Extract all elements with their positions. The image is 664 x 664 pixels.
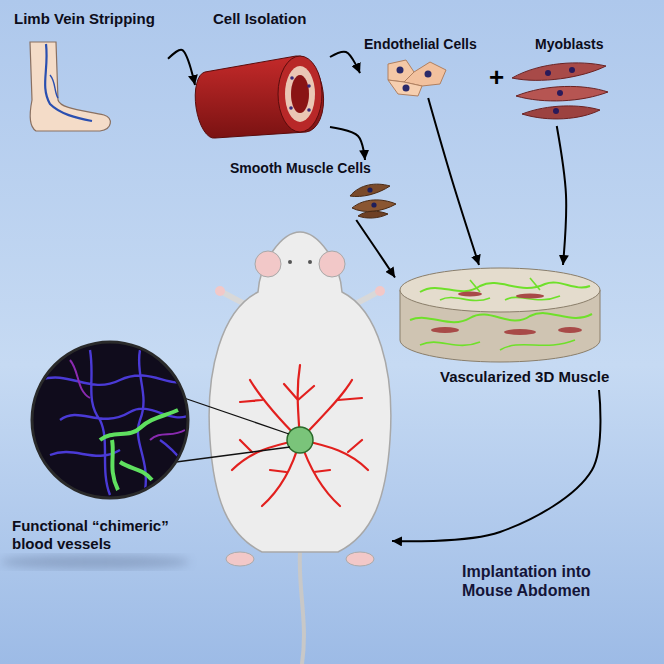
micrograph-vessels xyxy=(40,350,190,495)
mouse-foot xyxy=(346,552,374,566)
vein-cut-face xyxy=(278,56,322,132)
cell-type: Myoblasts xyxy=(505,36,620,126)
cell-nucleus xyxy=(569,67,575,73)
leg-vein xyxy=(45,44,92,121)
myoblast-cell xyxy=(522,106,600,119)
vein-tube xyxy=(195,56,323,138)
cell-nucleus xyxy=(397,67,404,74)
flow-arrow xyxy=(428,98,479,265)
mouse-tail xyxy=(300,552,304,664)
plus-sign: + xyxy=(489,62,504,93)
cell-dot xyxy=(289,106,293,110)
mouse-foot xyxy=(226,552,254,566)
cell-nucleus xyxy=(403,85,410,92)
node-label: Vascularized 3D Muscle xyxy=(440,368,609,386)
myoblast-cell xyxy=(458,292,482,297)
mouse-ear xyxy=(319,251,345,277)
myoblast-cell xyxy=(516,294,544,299)
flow-arrow xyxy=(392,390,600,541)
leader-line xyxy=(184,398,289,434)
construct-box: Vascularized 3D Muscle xyxy=(395,265,635,390)
node-label: Functional “chimeric” blood vessels xyxy=(12,517,212,553)
mouse-body xyxy=(209,232,391,552)
micrograph xyxy=(32,342,188,498)
micrograph-vessels xyxy=(70,360,185,440)
node-label: Smooth Muscle Cells xyxy=(230,160,371,177)
edge-label: Implantation into Mouse Abdomen xyxy=(462,562,637,600)
cell-dot xyxy=(307,108,311,112)
flow-arrow xyxy=(168,50,195,85)
vein-intima xyxy=(285,66,315,122)
cell-dot xyxy=(290,76,294,80)
myoblast-cell xyxy=(516,86,608,101)
cell-nucleus xyxy=(371,202,376,207)
mouse-eye xyxy=(288,260,292,264)
vessel-network xyxy=(420,340,575,350)
cell-nucleus xyxy=(367,187,372,192)
blood-vessels xyxy=(232,365,368,506)
implant-site xyxy=(287,427,313,453)
leg-vein xyxy=(50,75,58,98)
myoblast-cell xyxy=(512,63,606,80)
micrograph-content xyxy=(40,350,190,495)
scaffold-top xyxy=(400,268,600,312)
result-box: Functional “chimeric” blood vessels xyxy=(0,225,392,664)
node-label: Myoblasts xyxy=(535,36,603,53)
mouse-hand xyxy=(215,286,225,296)
cell-nucleus xyxy=(557,90,563,96)
cell-type: Endothelial Cells xyxy=(360,36,484,98)
cell-dot xyxy=(307,84,311,88)
flow-arrow xyxy=(330,52,360,73)
leg-drawing xyxy=(30,42,110,131)
cell-nucleus xyxy=(553,108,559,114)
vessel-network xyxy=(410,313,592,322)
text-shadow xyxy=(0,555,190,569)
cell-nucleus xyxy=(425,71,432,78)
myoblast-cell xyxy=(504,329,536,335)
vein-lumen xyxy=(291,75,309,113)
smooth-muscle-cell xyxy=(352,200,396,212)
node-label: Cell Isolation xyxy=(213,10,306,28)
flow-arrow xyxy=(356,220,395,278)
cell-nucleus xyxy=(545,70,551,76)
cell-type: Smooth Muscle Cells xyxy=(225,160,400,220)
vessel-network xyxy=(420,282,590,292)
endothelial-cell xyxy=(388,80,422,96)
myoblast-cell xyxy=(431,327,459,333)
mouse-ear xyxy=(255,251,281,277)
node-label: Limb Vein Stripping xyxy=(14,10,155,28)
vessel-network xyxy=(440,278,560,301)
flow-arrow xyxy=(330,127,365,160)
vein-stripping-step: Limb Vein Stripping xyxy=(8,8,168,135)
micrograph-green-vessels xyxy=(100,410,178,490)
leader-line xyxy=(176,447,290,462)
endothelial-cell xyxy=(404,62,446,86)
smooth-muscle-cell xyxy=(358,211,388,218)
mouse-eye xyxy=(308,260,312,264)
node-label: Endothelial Cells xyxy=(364,36,477,53)
cell-isolation-step: Cell Isolation xyxy=(195,8,330,148)
flow-arrow xyxy=(557,126,566,265)
smooth-muscle-cell xyxy=(350,184,390,196)
mouse-hand xyxy=(375,286,385,296)
myoblast-cell xyxy=(558,327,582,333)
